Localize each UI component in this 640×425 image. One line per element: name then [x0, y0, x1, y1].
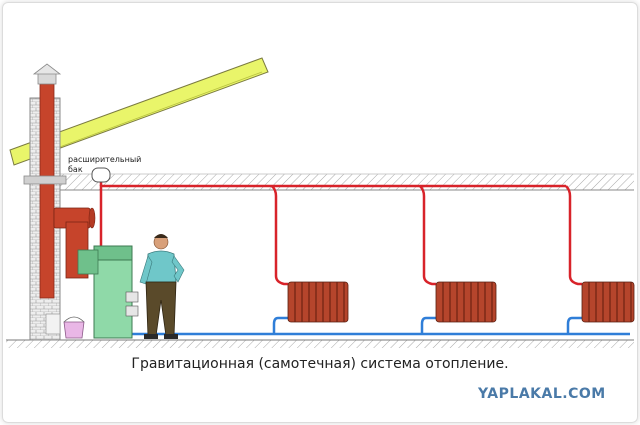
radiator-1	[287, 281, 349, 323]
expansion-tank-label: расширительный бак	[68, 155, 148, 175]
expansion-tank-label-line1: расширительный	[68, 155, 142, 164]
floor	[6, 339, 634, 348]
radiator-2	[435, 281, 497, 323]
ceiling	[60, 173, 634, 191]
watermark: YAPLAKAL.COM	[478, 386, 606, 402]
chimney	[23, 63, 67, 341]
return-pipe	[128, 316, 630, 336]
roof-beam	[9, 57, 269, 166]
bucket	[45, 313, 85, 339]
boiler	[77, 245, 139, 339]
radiator-3	[581, 281, 635, 323]
supply-pipe	[99, 180, 582, 286]
expansion-tank-label-line2: бак	[68, 165, 83, 174]
man-figure	[139, 234, 185, 339]
diagram-caption: Гравитационная (самотечная) система отоп…	[131, 356, 509, 372]
expansion-tank	[91, 167, 111, 183]
